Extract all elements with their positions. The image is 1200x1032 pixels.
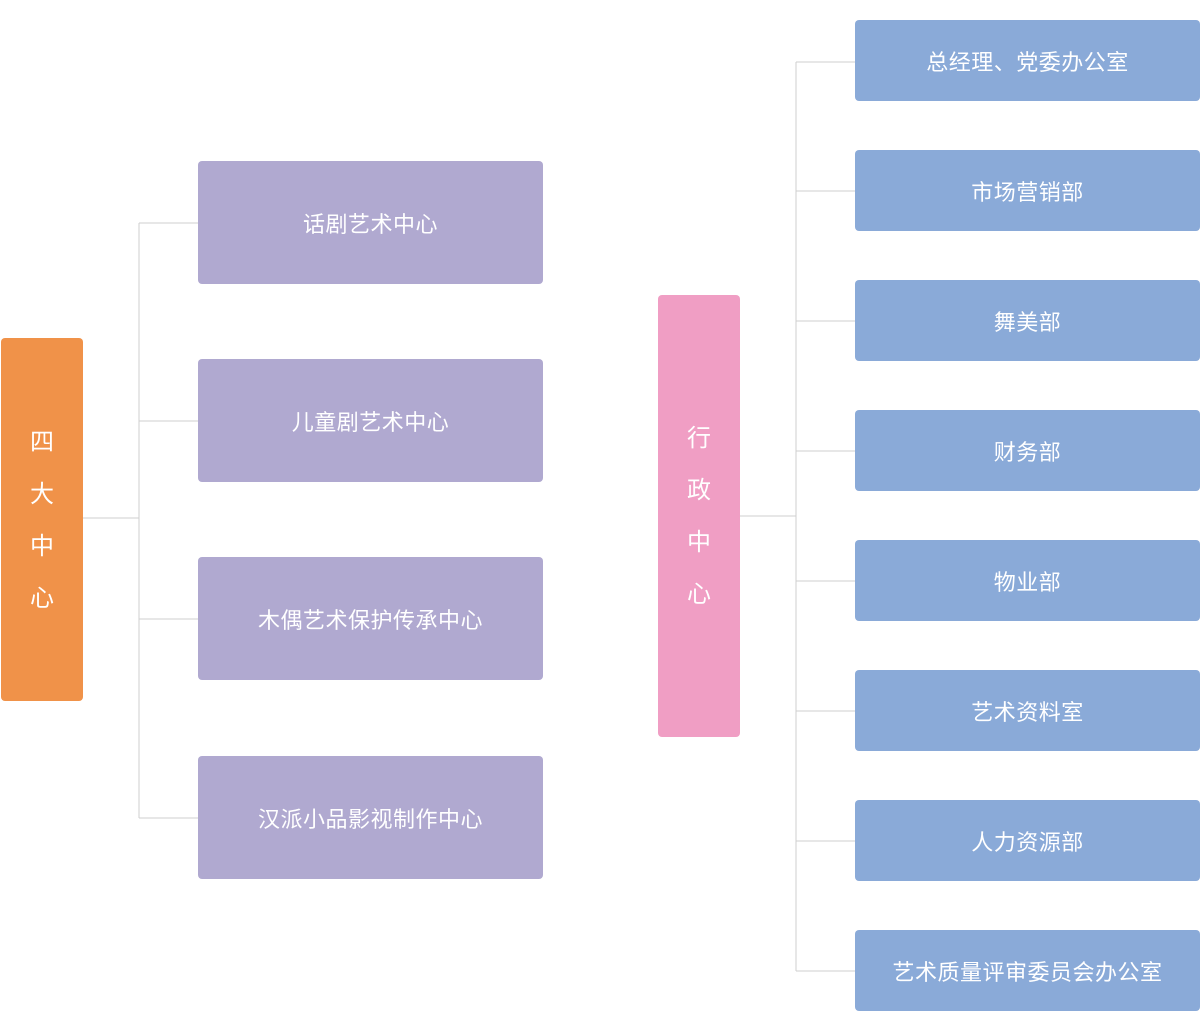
- left-child-label-4: 汉派小品影视制作中心: [257, 807, 483, 833]
- left-child-node-3: 木偶艺术保护传承中心: [198, 557, 543, 680]
- right-child-node-2: 市场营销部: [855, 150, 1200, 231]
- left-root-node: 四大中心: [1, 338, 83, 701]
- left-child-label-3: 木偶艺术保护传承中心: [257, 608, 483, 634]
- right-child-label-4: 财务部: [993, 440, 1062, 466]
- right-child-node-3: 舞美部: [855, 280, 1200, 361]
- right-child-label-2: 市场营销部: [971, 180, 1084, 206]
- right-child-label-6: 艺术资料室: [971, 700, 1084, 726]
- right-child-node-4: 财务部: [855, 410, 1200, 491]
- left-child-node-4: 汉派小品影视制作中心: [198, 756, 543, 879]
- right-child-label-1: 总经理、党委办公室: [926, 50, 1129, 76]
- right-root-node: 行政中心: [658, 295, 740, 737]
- right-child-node-8: 艺术质量评审委员会办公室: [855, 930, 1200, 1011]
- right-child-label-5: 物业部: [993, 570, 1062, 596]
- right-child-label-8: 艺术质量评审委员会办公室: [892, 960, 1163, 986]
- left-child-node-2: 儿童剧艺术中心: [198, 359, 543, 482]
- left-child-node-1: 话剧艺术中心: [198, 161, 543, 284]
- right-child-label-7: 人力资源部: [971, 830, 1084, 856]
- right-root-label: 行政中心: [687, 424, 712, 608]
- left-child-label-1: 话剧艺术中心: [302, 212, 438, 238]
- left-root-label: 四大中心: [30, 427, 55, 612]
- right-child-node-7: 人力资源部: [855, 800, 1200, 881]
- right-child-node-1: 总经理、党委办公室: [855, 20, 1200, 101]
- right-child-node-6: 艺术资料室: [855, 670, 1200, 751]
- right-child-node-5: 物业部: [855, 540, 1200, 621]
- left-child-label-2: 儿童剧艺术中心: [291, 410, 450, 436]
- right-child-label-3: 舞美部: [993, 310, 1062, 336]
